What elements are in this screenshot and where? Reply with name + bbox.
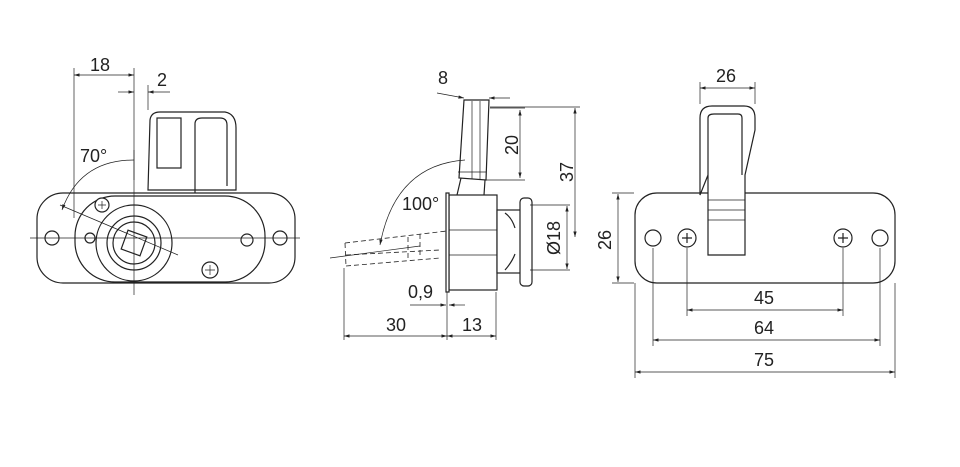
front-view: 18 2 70°	[30, 55, 300, 295]
back-view: 26 26 45 64 75	[595, 66, 896, 378]
mount-hole-left	[644, 229, 662, 247]
screw-icon	[833, 228, 853, 248]
dim-13: 13	[462, 315, 482, 335]
dim-18: 18	[90, 55, 110, 75]
dim-26-handle: 26	[716, 66, 736, 86]
cap	[519, 197, 533, 287]
dim-8: 8	[438, 68, 448, 88]
handle-side	[458, 99, 490, 181]
handle-back	[699, 105, 756, 256]
dim-45: 45	[754, 288, 774, 308]
screw-icon	[677, 228, 697, 248]
dim-0-9: 0,9	[408, 282, 433, 302]
handle-rotated-ghost	[344, 230, 448, 267]
handle-window	[156, 117, 182, 169]
dim-75: 75	[754, 350, 774, 370]
dim-2: 2	[157, 70, 167, 90]
dim-64: 64	[754, 318, 774, 338]
dim-20: 20	[502, 135, 522, 155]
screw-icon	[201, 261, 219, 279]
side-view: 8 20 37 Ø18 100° 0,9 30 13	[329, 68, 580, 340]
cam	[496, 209, 523, 274]
screw-icon	[94, 197, 110, 213]
dim-30: 30	[386, 315, 406, 335]
angle-70: 70°	[80, 146, 107, 166]
square-drive	[120, 229, 148, 257]
mount-hole-right	[871, 229, 889, 247]
dim-26-plate: 26	[595, 230, 615, 250]
mounting-plate-back	[634, 192, 896, 284]
handle	[147, 111, 237, 191]
handle-slot	[194, 117, 228, 193]
lock-body-side	[448, 194, 498, 291]
angle-100: 100°	[402, 194, 439, 214]
dim-diameter-18: Ø18	[544, 221, 564, 255]
dim-37: 37	[557, 162, 577, 182]
